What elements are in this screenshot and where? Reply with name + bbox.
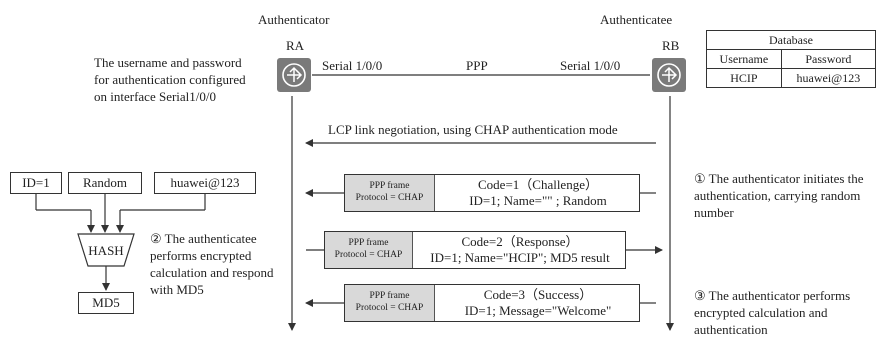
step2-note: ② The authenticatee performs encrypted c… — [150, 231, 274, 297]
md5-output-box: MD5 — [78, 292, 134, 314]
step1-note: ① The authenticator initiates the authen… — [694, 171, 864, 220]
left-interface-label: Serial 1/0/0 — [322, 58, 383, 73]
hash-label: HASH — [88, 243, 124, 258]
frame-content: Code=2（Response） ID=1; Name="HCIP"; MD5 … — [430, 234, 610, 265]
database-cell-password: huawei@123 — [780, 68, 877, 88]
right-interface-label: Serial 1/0/0 — [560, 58, 621, 73]
hash-input-random: Random — [68, 172, 142, 194]
database-header-username: Username — [706, 49, 782, 69]
table-row: HCIP huawei@123 — [706, 68, 877, 88]
step3-note: ③ The authenticator performs encrypted c… — [694, 288, 851, 337]
router-rb-icon — [652, 58, 686, 92]
frame-content: Code=3（Success） ID=1; Message="Welcome" — [464, 287, 612, 318]
ra-label: RA — [286, 38, 305, 53]
success-frame: PPP frame Protocol = CHAP Code=3（Success… — [344, 284, 640, 322]
challenge-frame: PPP frame Protocol = CHAP Code=1（Challen… — [344, 174, 640, 212]
authenticatee-label: Authenticatee — [600, 12, 673, 27]
database-title: Database — [706, 30, 876, 50]
frame-label: PPP frame Protocol = CHAP — [345, 175, 435, 211]
authenticator-label: Authenticator — [258, 12, 330, 27]
link-protocol-label: PPP — [466, 58, 488, 73]
frame-label: PPP frame Protocol = CHAP — [325, 232, 413, 268]
router-ra-icon — [277, 58, 311, 92]
hash-input-password: huawei@123 — [154, 172, 256, 194]
rb-label: RB — [662, 38, 680, 53]
hash-funnel — [77, 233, 135, 267]
database-table: Database Username Password HCIP huawei@1… — [706, 30, 877, 88]
credential-config-note: The username and password for authentica… — [94, 55, 246, 104]
database-cell-username: HCIP — [706, 68, 782, 88]
frame-label: PPP frame Protocol = CHAP — [345, 285, 435, 321]
hash-input-id: ID=1 — [10, 172, 62, 194]
response-frame: PPP frame Protocol = CHAP Code=2（Respons… — [324, 231, 626, 269]
database-header-password: Password — [780, 49, 877, 69]
frame-content: Code=1（Challenge） ID=1; Name="" ; Random — [469, 177, 607, 208]
lcp-negotiation-label: LCP link negotiation, using CHAP authent… — [328, 122, 618, 137]
